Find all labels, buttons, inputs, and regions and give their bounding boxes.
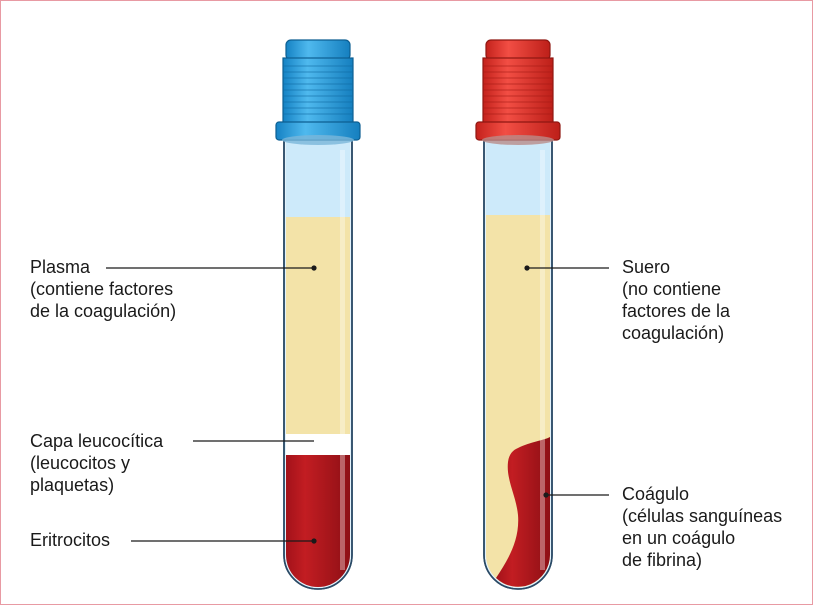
left-tube-cap: [276, 40, 360, 145]
clot-label: Coágulo (células sanguíneas en un coágul…: [622, 483, 782, 571]
erythrocytes-label: Eritrocitos: [30, 529, 110, 551]
left-tube-highlight: [340, 150, 345, 570]
right-tube-cap: [476, 40, 560, 145]
buffy-coat-label-line3: plaquetas): [30, 474, 163, 496]
serum-label-line1: Suero: [622, 256, 730, 278]
left-tube: [276, 40, 360, 589]
serum-label-line3: factores de la: [622, 300, 730, 322]
erythrocytes-label-line1: Eritrocitos: [30, 529, 110, 551]
clot-label-line3: en un coágulo: [622, 527, 782, 549]
clot-label-line4: de fibrina): [622, 549, 782, 571]
serum-label-line4: coagulación): [622, 322, 730, 344]
plasma-dot: [311, 265, 316, 270]
clot-dot: [543, 492, 548, 497]
right-tube: [476, 40, 560, 589]
plasma-label-line3: de la coagulación): [30, 300, 176, 322]
plasma-label-line1: Plasma: [30, 256, 176, 278]
buffy-coat-label-line2: (leucocitos y: [30, 452, 163, 474]
clot-label-line1: Coágulo: [622, 483, 782, 505]
buffy-coat-label-line1: Capa leucocítica: [30, 430, 163, 452]
serum-label: Suero (no contiene factores de la coagul…: [622, 256, 730, 344]
plasma-label: Plasma (contiene factores de la coagulac…: [30, 256, 176, 322]
erythrocytes-dot: [311, 538, 316, 543]
clot-label-line2: (células sanguíneas: [622, 505, 782, 527]
buffy-coat-label: Capa leucocítica (leucocitos y plaquetas…: [30, 430, 163, 496]
serum-label-line2: (no contiene: [622, 278, 730, 300]
serum-dot: [524, 265, 529, 270]
plasma-label-line2: (contiene factores: [30, 278, 176, 300]
right-tube-highlight: [540, 150, 545, 570]
